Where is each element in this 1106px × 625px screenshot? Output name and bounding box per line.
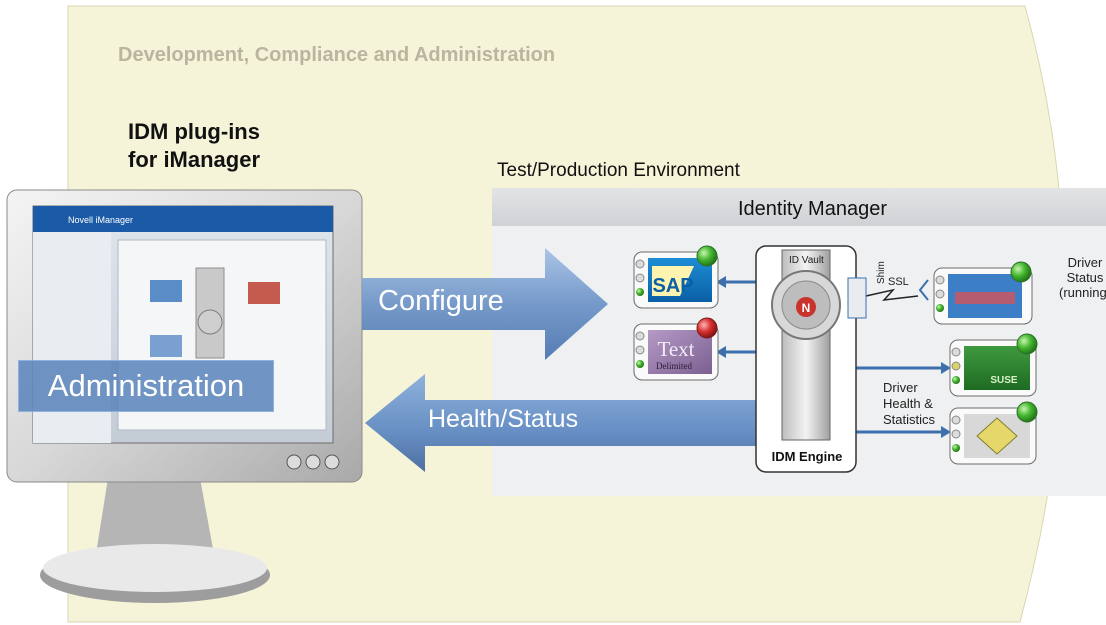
ssl-link [865, 288, 919, 301]
id-vault-label: ID Vault [789, 255, 824, 266]
status-driver [918, 261, 1033, 325]
zone-title: Development, Compliance and Administrati… [118, 44, 556, 66]
health-status-arrow [365, 374, 756, 472]
driver-status-label: Driver Status (running) [1045, 255, 1106, 300]
driver-health-line2: Health & [883, 396, 933, 411]
shim-label: Shim [876, 261, 887, 284]
environment-title: Test/Production Environment [497, 160, 740, 181]
engine-logo: N [802, 301, 811, 315]
driver-status-line2: Status [1066, 270, 1104, 285]
administration-label: Administration [18, 360, 274, 412]
driver-status-line1: Driver [1067, 255, 1103, 270]
idm-engine [755, 245, 867, 473]
suse-logo: SUSE [990, 375, 1018, 386]
driver-health-line1: Driver [883, 380, 918, 395]
plugins-title-line2: for iManager [128, 147, 261, 172]
plugins-title: IDM plug-ins for iManager [128, 118, 260, 174]
sap-driver [633, 245, 719, 309]
suse-driver [949, 333, 1038, 397]
driver-status-line3: (running) [1058, 285, 1106, 300]
configure-label: Configure [378, 285, 504, 317]
generic-driver [949, 401, 1038, 465]
text-logo-sub: Delimited [656, 361, 692, 371]
health-status-label: Health/Status [428, 405, 579, 433]
plugins-title-line1: IDM plug-ins [128, 119, 260, 144]
screen-app-title: Novell iManager [68, 215, 133, 225]
driver-health-label: Driver Health & Statistics [883, 380, 953, 428]
identity-manager-title: Identity Manager [738, 198, 887, 220]
driver-health-line3: Statistics [883, 412, 936, 427]
sap-logo: SAP [652, 275, 693, 297]
ssl-label: SSL [888, 276, 909, 288]
text-driver [633, 317, 719, 381]
configure-arrow [362, 248, 608, 360]
identity-manager-header [492, 188, 1106, 226]
text-logo: Text [657, 337, 694, 361]
idm-engine-label: IDM Engine [771, 449, 843, 464]
